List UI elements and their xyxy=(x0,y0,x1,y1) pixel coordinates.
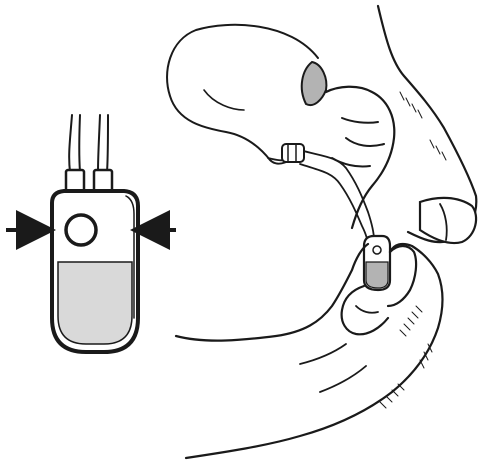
earpiece-connector xyxy=(282,144,304,162)
pump-device-icon xyxy=(52,191,138,352)
upper-hand xyxy=(326,6,476,243)
hands-scene xyxy=(167,6,476,458)
tube-connectors xyxy=(66,170,112,192)
tubing-pair xyxy=(69,115,108,172)
device-detail xyxy=(6,115,176,352)
ear-outline xyxy=(167,25,318,164)
release-button-icon xyxy=(66,215,96,245)
tubing-lines xyxy=(268,150,374,246)
ear-tip xyxy=(302,62,327,105)
lower-hand xyxy=(176,244,443,458)
